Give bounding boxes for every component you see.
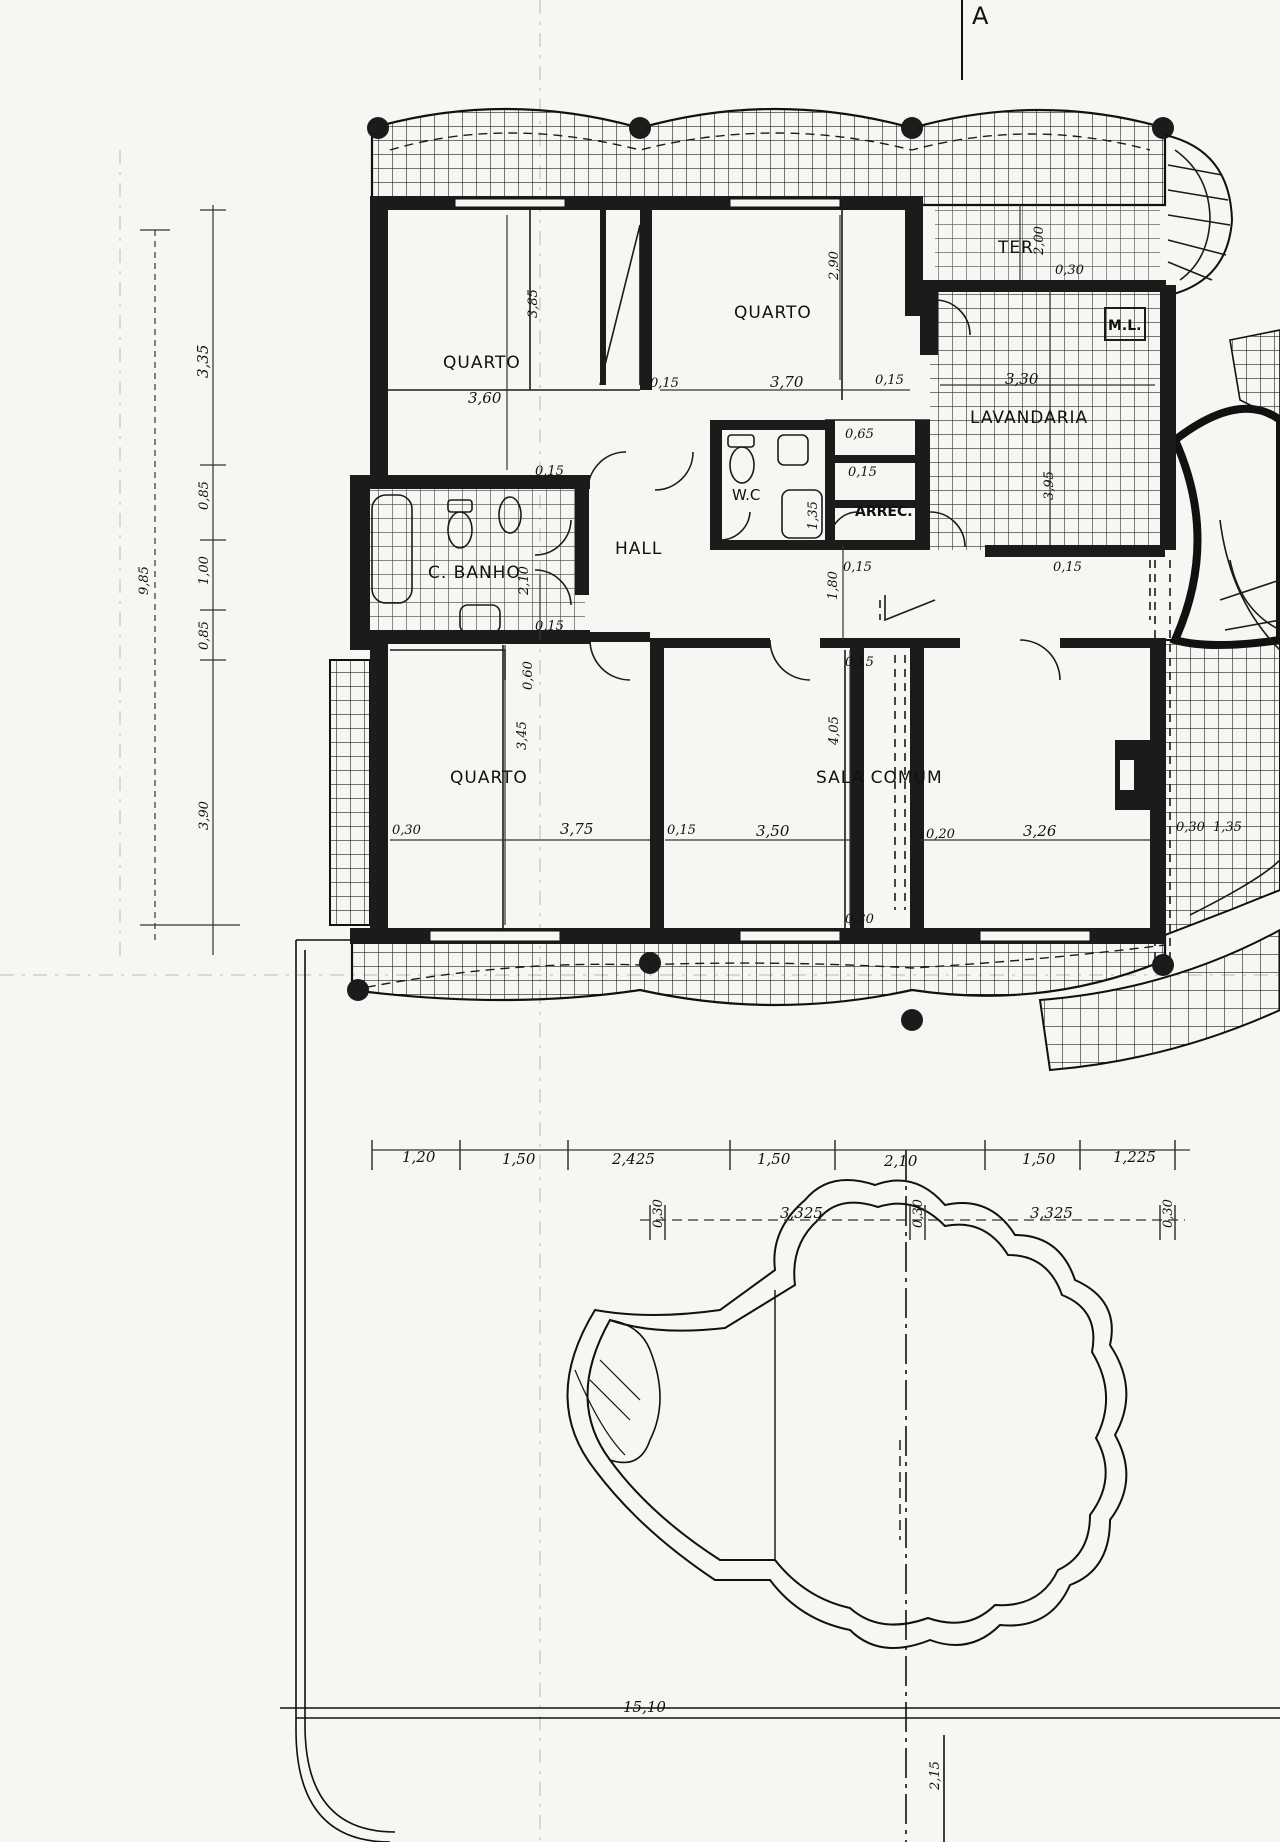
dim-b-3325a: 3,325 [780,1204,823,1222]
dim-020: 0,20 [926,827,955,842]
dimension-lines [140,205,1190,1240]
fixtures [371,307,1146,634]
dim-b-1225: 1,225 [1113,1148,1156,1166]
dim-left-085a: 0,85 [197,481,212,510]
dim-405: 4,05 [827,716,842,746]
curved-stair-bottom [1038,859,1280,1072]
room-label-quarto-2: QUARTO [734,303,812,323]
dim-015f: 0,15 [845,655,874,670]
top-terrace [367,107,1174,207]
room-label-wc: W.C [732,486,760,504]
section-marker: A [961,0,989,80]
room-label-ml: M.L. [1108,318,1142,334]
room-labels: QUARTO QUARTO QUARTO LAVANDARIA TER M.L.… [428,238,1142,788]
dim-326: 3,26 [1023,822,1057,840]
wc-sink-icon [777,434,809,466]
right-terrace [1164,329,1280,937]
door-swings [534,299,1061,681]
dim-b-3325b: 3,325 [1030,1204,1073,1222]
dim-b-120: 1,20 [402,1148,436,1166]
ml-box [1104,307,1146,341]
bathtub-icon [371,494,413,604]
dim-030-l: 0,30 [392,823,421,838]
left-stair [329,659,371,926]
dim-345: 3,45 [515,721,530,750]
dim-375: 3,75 [560,820,593,838]
dim-pool-1510: 15,10 [623,1698,666,1716]
spiral-stair-top [1164,134,1234,296]
dim-350: 3,50 [756,822,790,840]
dim-015-bath: 0,15 [535,464,564,479]
dim-395: 3,95 [1042,471,1057,500]
pool-deck [280,939,1280,1842]
wc-toilet-icon [729,446,755,484]
dim-left-335: 3,35 [194,345,212,378]
dim-015g: 0,15 [667,823,696,838]
swimming-pool [566,1179,1128,1649]
room-label-quarto-3: QUARTO [450,768,528,788]
dim-015e: 0,15 [1053,560,1082,575]
dim-385: 3,85 [526,289,541,318]
windows [429,198,1091,942]
room-label-ter: TER [997,238,1034,258]
dim-015-bath2: 0,15 [535,619,564,634]
dim-015a: 0,15 [650,376,679,391]
bidet-icon [498,496,522,534]
room-label-c-banho: C. BANHO [428,563,521,583]
dim-b-210: 2,10 [883,1152,918,1170]
dim-290: 2,90 [827,251,842,281]
tiled-floors [370,205,1165,635]
dim-030-r: 0,30 [1176,820,1205,835]
dim-065: 0,65 [845,427,874,442]
dim-b-150c: 1,50 [1022,1150,1056,1168]
room-label-lavandaria: LAVANDARIA [970,408,1088,428]
dim-015b: 0,15 [875,373,904,388]
room-label-hall: HALL [615,539,662,559]
wc-shower-icon [781,489,823,539]
room-label-arrec: ARREC. [855,504,913,520]
dim-015c: 0,15 [848,465,877,480]
dim-left-085b: 0,85 [197,621,212,650]
room-label-sala-comum: SALA COMUM [816,768,943,788]
dim-030-ter: 0,30 [1055,263,1084,278]
dim-030-b: 0,30 [845,912,874,927]
dim-left-100: 1,00 [197,556,212,585]
dim-b-2425: 2,425 [611,1150,655,1168]
dim-015d: 0,15 [843,560,872,575]
dim-b-030a: 0,30 [651,1199,666,1228]
dim-b-030c: 0,30 [1161,1199,1176,1228]
dim-330: 3,30 [1005,370,1039,388]
dim-135b: 1,35 [1213,820,1242,835]
dimension-labels: 3,85 3,60 2,90 3,70 0,15 0,15 3,30 2,00 … [137,226,1242,1791]
dim-210: 2,10 [517,566,532,596]
dim-360: 3,60 [468,389,502,407]
room-label-quarto-1: QUARTO [443,353,521,373]
dim-left-985: 9,85 [137,566,152,595]
dim-200: 2,00 [1032,226,1047,256]
section-marker-label: A [972,2,989,30]
dim-left-390: 3,90 [197,801,212,830]
dim-b-030b: 0,30 [911,1199,926,1228]
bottom-terrace [347,933,1174,1031]
dim-060: 0,60 [521,661,536,690]
dim-135: 1,35 [806,501,821,530]
dim-pool-215: 2,15 [928,1761,943,1791]
dim-370: 3,70 [770,373,804,391]
dim-b-150b: 1,50 [757,1150,791,1168]
dim-180: 1,80 [826,571,841,600]
dim-b-150a: 1,50 [502,1150,536,1168]
sink-icon [459,604,501,634]
